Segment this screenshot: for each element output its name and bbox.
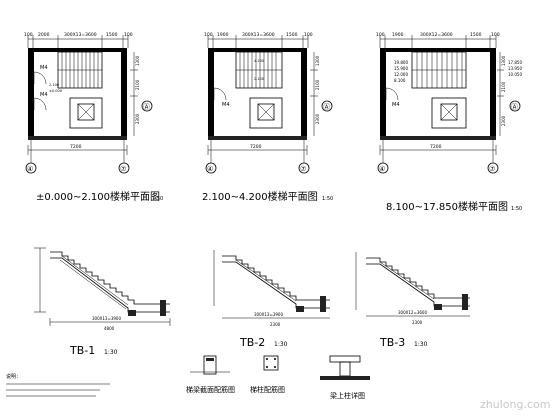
plan-1-title: ±0.000~2.100楼梯平面图	[36, 190, 160, 203]
plan-3-dim-1: 100	[376, 32, 385, 38]
tb-1-scale: 1:30	[104, 349, 118, 356]
section-tb-2: 300X13=3900 2300 TB-2 1:30	[213, 250, 330, 349]
plan-3-level-5: 17.850	[508, 60, 522, 65]
tb-1-span: 4800	[104, 326, 115, 331]
plan-2-bottom-dim: 7200	[250, 144, 262, 150]
plan-1-room-label-1: M4	[40, 65, 48, 71]
detail-3-title: 梁上柱详图	[330, 391, 365, 400]
plan-3-level-3: 12.000	[394, 72, 408, 77]
stair-plan-2: 100 1900 300X13=3600 1500 100 M4 4.200 2…	[202, 32, 333, 203]
plan-1-dim-5: 100	[124, 32, 133, 38]
plan-1-right-dim-3: 2300	[135, 113, 140, 124]
plan-3-scale: 1:50	[511, 206, 522, 212]
plan-3-room-label-1: M4	[392, 102, 400, 108]
tb-3-title: TB-3	[379, 336, 405, 349]
section-tb-1: 300X13=3900 4800 TB-1 1:30	[34, 247, 171, 357]
plan-2-axis-side: Ⓐ	[323, 103, 330, 111]
plan-3-right-dim-3: 2300	[501, 115, 506, 126]
detail-column-on-beam: 梁上柱详图	[320, 355, 370, 400]
plan-1-dim-1: 100	[24, 32, 33, 38]
tb-2-bottom-dim: 300X13=3900	[254, 312, 283, 317]
plan-2-right-dim-1: 1300	[315, 55, 320, 66]
plan-1-dim-4: 1500	[106, 32, 118, 38]
plan-3-level-6: 13.950	[508, 66, 522, 71]
tb-3-span: 2300	[412, 320, 423, 325]
detail-beam-section: 梯梁截面配筋图	[186, 355, 235, 394]
plan-3-dim-3: 300X12=3600	[420, 32, 453, 38]
notes-block: 说明：	[6, 373, 110, 397]
plan-3-level-4: 8.100	[394, 78, 406, 83]
tb-3-scale: 1:30	[414, 341, 428, 348]
plan-2-level-1: 4.200	[254, 59, 264, 63]
plan-2-dim-5: 100	[304, 32, 313, 38]
plan-3-dim-5: 100	[491, 32, 500, 38]
tb-2-span: 2300	[270, 322, 281, 327]
notes-heading: 说明：	[6, 373, 21, 380]
plan-3-bottom-dim: 7200	[430, 144, 442, 150]
plan-2-dim-2: 1900	[217, 32, 229, 38]
plan-2-dim-3: 300X13=3600	[242, 32, 275, 38]
tb-2-title: TB-2	[239, 336, 265, 349]
plan-1-right-dim-1: 1300	[135, 55, 140, 66]
plan-2-dim-1: 100	[204, 32, 213, 38]
tb-2-scale: 1:30	[274, 341, 288, 348]
detail-stair-column: 梯柱配筋图	[250, 355, 285, 394]
tb-1-title: TB-1	[69, 344, 95, 357]
plan-3-dim-4: 1500	[470, 32, 482, 38]
watermark: zhulong.com	[480, 398, 550, 411]
plan-1-level-1: 2.100	[49, 83, 59, 87]
plan-1-scale: 1:50	[152, 196, 163, 202]
plan-3-axis-left: ④	[379, 165, 385, 173]
plan-2-title: 2.100~4.200楼梯平面图	[202, 190, 318, 203]
plan-2-scale: 1:50	[322, 196, 333, 202]
plan-1-level-2: ±0.000	[49, 89, 62, 93]
plan-2-right-dim-3: 2300	[315, 113, 320, 124]
plan-1-axis-left: ④	[27, 165, 33, 173]
tb-1-bottom-dim: 300X13=3900	[92, 316, 121, 321]
stair-plan-1: 100 2000 300X13=3600 1500 100 M4	[24, 32, 163, 203]
stair-plan-3: 100 1900 300X12=3600 1500 100 M4 19.800 …	[376, 32, 522, 213]
plan-2-axis-left: ④	[207, 165, 213, 173]
plan-3-right-dim-2: 2100	[501, 81, 506, 92]
plan-1-axis-right: ⑦	[120, 165, 126, 173]
plan-2-axis-right: ⑦	[300, 165, 306, 173]
plan-1-bottom-dim: 7200	[70, 144, 82, 150]
plan-2-room-label-1: M4	[222, 102, 230, 108]
plan-1-right-dim-2: 2100	[135, 79, 140, 90]
plan-2-level-2: 2.100	[254, 77, 264, 81]
plan-1-axis-side: Ⓐ	[143, 103, 150, 111]
tb-3-bottom-dim: 300X12=3600	[398, 310, 427, 315]
plan-2-right-dim-2: 2100	[315, 79, 320, 90]
detail-1-title: 梯梁截面配筋图	[186, 385, 235, 394]
plan-3-level-2: 15.900	[394, 66, 408, 71]
plan-2-dim-4: 1500	[286, 32, 298, 38]
plan-3-level-1: 19.800	[394, 60, 408, 65]
plan-3-right-dim-1: 1300	[501, 55, 506, 66]
plan-3-dim-2: 1900	[392, 32, 404, 38]
detail-2-title: 梯柱配筋图	[250, 385, 285, 394]
plan-1-room-label-2: M4	[40, 92, 48, 98]
plan-1-dim-2: 2000	[38, 32, 50, 38]
plan-3-axis-right: ⑦	[489, 165, 495, 173]
section-tb-3: 300X12=3600 2300 TB-3 1:30	[355, 252, 470, 349]
plan-3-axis-side: Ⓐ	[511, 103, 518, 111]
plan-3-title: 8.100~17.850楼梯平面图	[386, 200, 508, 213]
plan-3-level-7: 10.050	[508, 72, 522, 77]
plan-1-dim-3: 300X13=3600	[64, 32, 97, 38]
